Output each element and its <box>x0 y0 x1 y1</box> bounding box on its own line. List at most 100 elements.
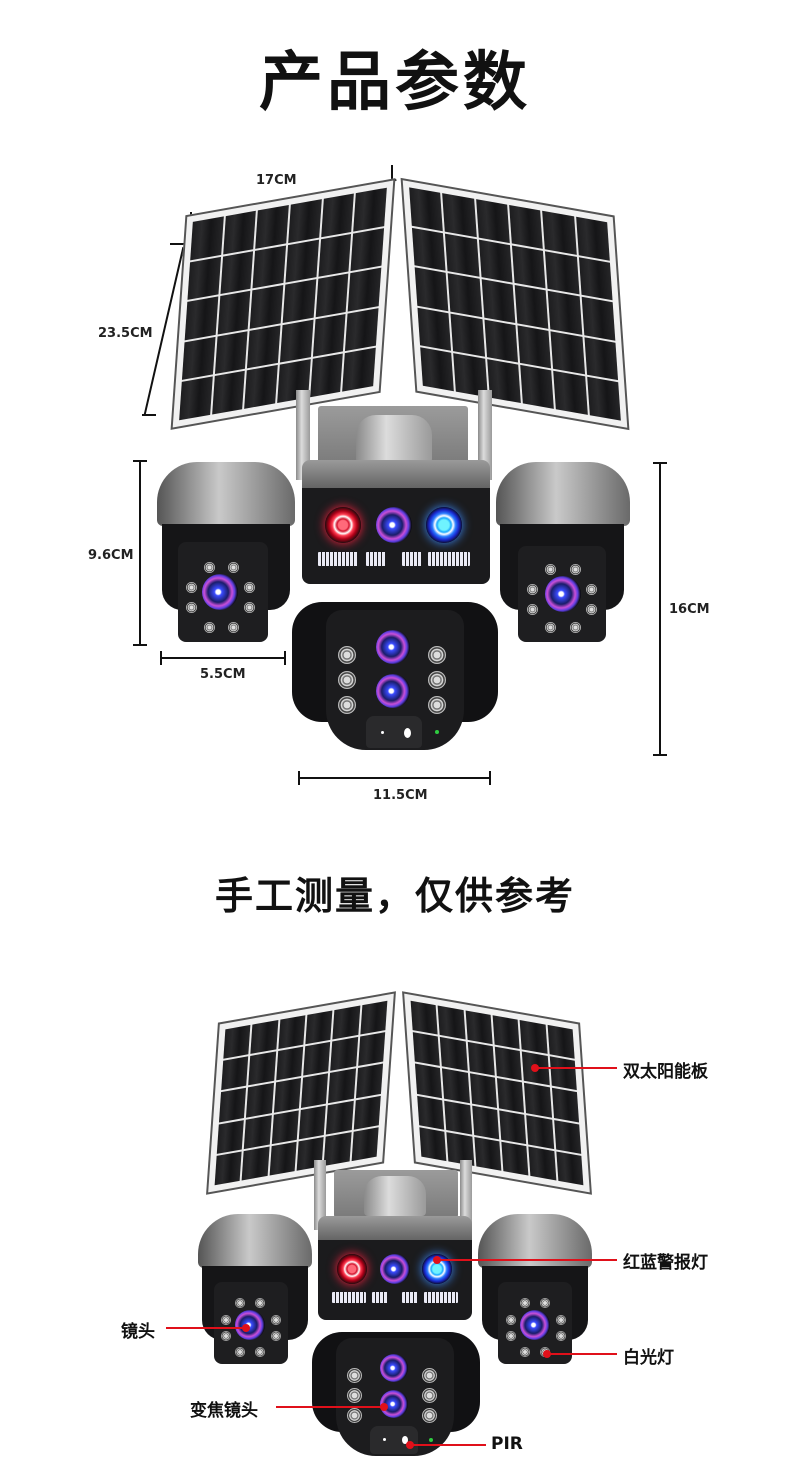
total-height-line <box>659 462 661 756</box>
ir-led <box>556 1315 566 1325</box>
pir-sensor-box <box>366 716 422 748</box>
speaker-grille <box>372 1292 388 1303</box>
callout-zoom-lens: 变焦镜头 <box>190 1401 258 1421</box>
ir-led <box>422 1388 437 1403</box>
ir-led <box>347 1368 362 1383</box>
main-body-top <box>318 1216 472 1242</box>
panel-width-tick-right <box>391 165 393 179</box>
mount-cylinder <box>364 1176 426 1216</box>
left-camera-dome <box>198 1214 312 1268</box>
solar-panel-right <box>400 177 630 431</box>
ir-led <box>428 696 446 714</box>
mic-hole <box>383 1438 386 1441</box>
side-height-label: 9.6CM <box>88 548 134 563</box>
ir-led <box>520 1298 530 1308</box>
callout-lens: 镜头 <box>121 1322 155 1342</box>
total-height-tick-bottom <box>653 754 667 756</box>
ir-led <box>221 1331 231 1341</box>
ir-led <box>186 602 197 613</box>
callout-dot-zoom <box>380 1403 388 1411</box>
ir-led <box>204 622 215 633</box>
ir-led <box>428 646 446 664</box>
side-height-line <box>139 460 141 646</box>
body-width-tick-right <box>489 771 491 785</box>
left-camera-lens <box>202 574 238 610</box>
ir-led <box>271 1331 281 1341</box>
panel-width-label: 17CM <box>256 173 297 188</box>
ir-led <box>520 1347 530 1357</box>
mount-pole-right <box>460 1160 472 1230</box>
ir-led <box>545 622 556 633</box>
total-height-label: 16CM <box>669 602 710 617</box>
red-alarm-light <box>337 1254 367 1284</box>
speaker-grille <box>424 1292 458 1303</box>
panel-height-tick-top <box>170 243 184 245</box>
ir-led <box>235 1298 245 1308</box>
ir-led <box>338 671 356 689</box>
ir-led <box>540 1298 550 1308</box>
speaker-grille <box>402 552 422 566</box>
speaker-grille <box>428 552 470 566</box>
ir-led <box>221 1315 231 1325</box>
ir-led <box>271 1315 281 1325</box>
body-width-line <box>298 777 491 779</box>
ir-led <box>570 564 581 575</box>
ir-led <box>204 562 215 573</box>
side-width-label: 5.5CM <box>200 667 246 682</box>
callout-line-zoom <box>276 1406 384 1408</box>
pir-sensor <box>402 1436 408 1444</box>
red-alarm-light <box>325 507 361 543</box>
mount-pole-right <box>478 390 492 480</box>
ir-led <box>244 582 255 593</box>
left-camera-lens <box>235 1310 265 1340</box>
side-width-line <box>160 657 286 659</box>
ir-led <box>347 1408 362 1423</box>
ir-led <box>255 1347 265 1357</box>
ir-led <box>228 562 239 573</box>
callout-white-light: 白光灯 <box>623 1348 674 1368</box>
mount-cylinder <box>356 415 432 463</box>
dimension-diagram: 17CM 23.5CM <box>0 150 790 810</box>
callout-alarm-lights: 红蓝警报灯 <box>623 1253 708 1273</box>
callout-line-alarm <box>437 1259 617 1261</box>
ir-led <box>422 1368 437 1383</box>
solar-panel-right <box>402 991 592 1195</box>
zoom-lens-top <box>380 1354 408 1382</box>
callout-dot-lens <box>242 1324 250 1332</box>
speaker-grille <box>402 1292 418 1303</box>
solar-panel-left <box>170 178 396 430</box>
status-led <box>435 730 439 734</box>
zoom-lens-bottom <box>376 674 410 708</box>
callout-line-pir <box>410 1444 486 1446</box>
ir-led <box>527 584 538 595</box>
callout-pir: PIR <box>491 1434 523 1454</box>
ir-led <box>228 622 239 633</box>
side-width-tick-right <box>284 651 286 665</box>
ir-led <box>338 696 356 714</box>
callout-line-white-light <box>547 1353 617 1355</box>
callout-line-solar <box>535 1067 617 1069</box>
ir-led <box>586 584 597 595</box>
ir-led <box>428 671 446 689</box>
ir-led <box>527 604 538 615</box>
pir-sensor <box>404 728 411 738</box>
page-title: 产品参数 <box>259 46 531 120</box>
side-height-tick-top <box>133 460 147 462</box>
side-height-tick-bottom <box>133 644 147 646</box>
speaker-grille <box>318 552 358 566</box>
panel-height-label: 23.5CM <box>98 326 153 341</box>
ir-led <box>255 1298 265 1308</box>
ir-led <box>235 1347 245 1357</box>
ir-led <box>545 564 556 575</box>
left-camera-dome <box>157 462 295 526</box>
ir-led <box>347 1388 362 1403</box>
blue-alarm-light <box>426 507 462 543</box>
ir-led <box>422 1408 437 1423</box>
center-lens <box>376 507 412 543</box>
callout-solar-panels: 双太阳能板 <box>623 1062 708 1082</box>
mount-pole-left <box>314 1160 326 1230</box>
main-body-top <box>302 460 490 490</box>
mount-pole-left <box>296 390 310 480</box>
ir-led <box>186 582 197 593</box>
ir-led <box>570 622 581 633</box>
